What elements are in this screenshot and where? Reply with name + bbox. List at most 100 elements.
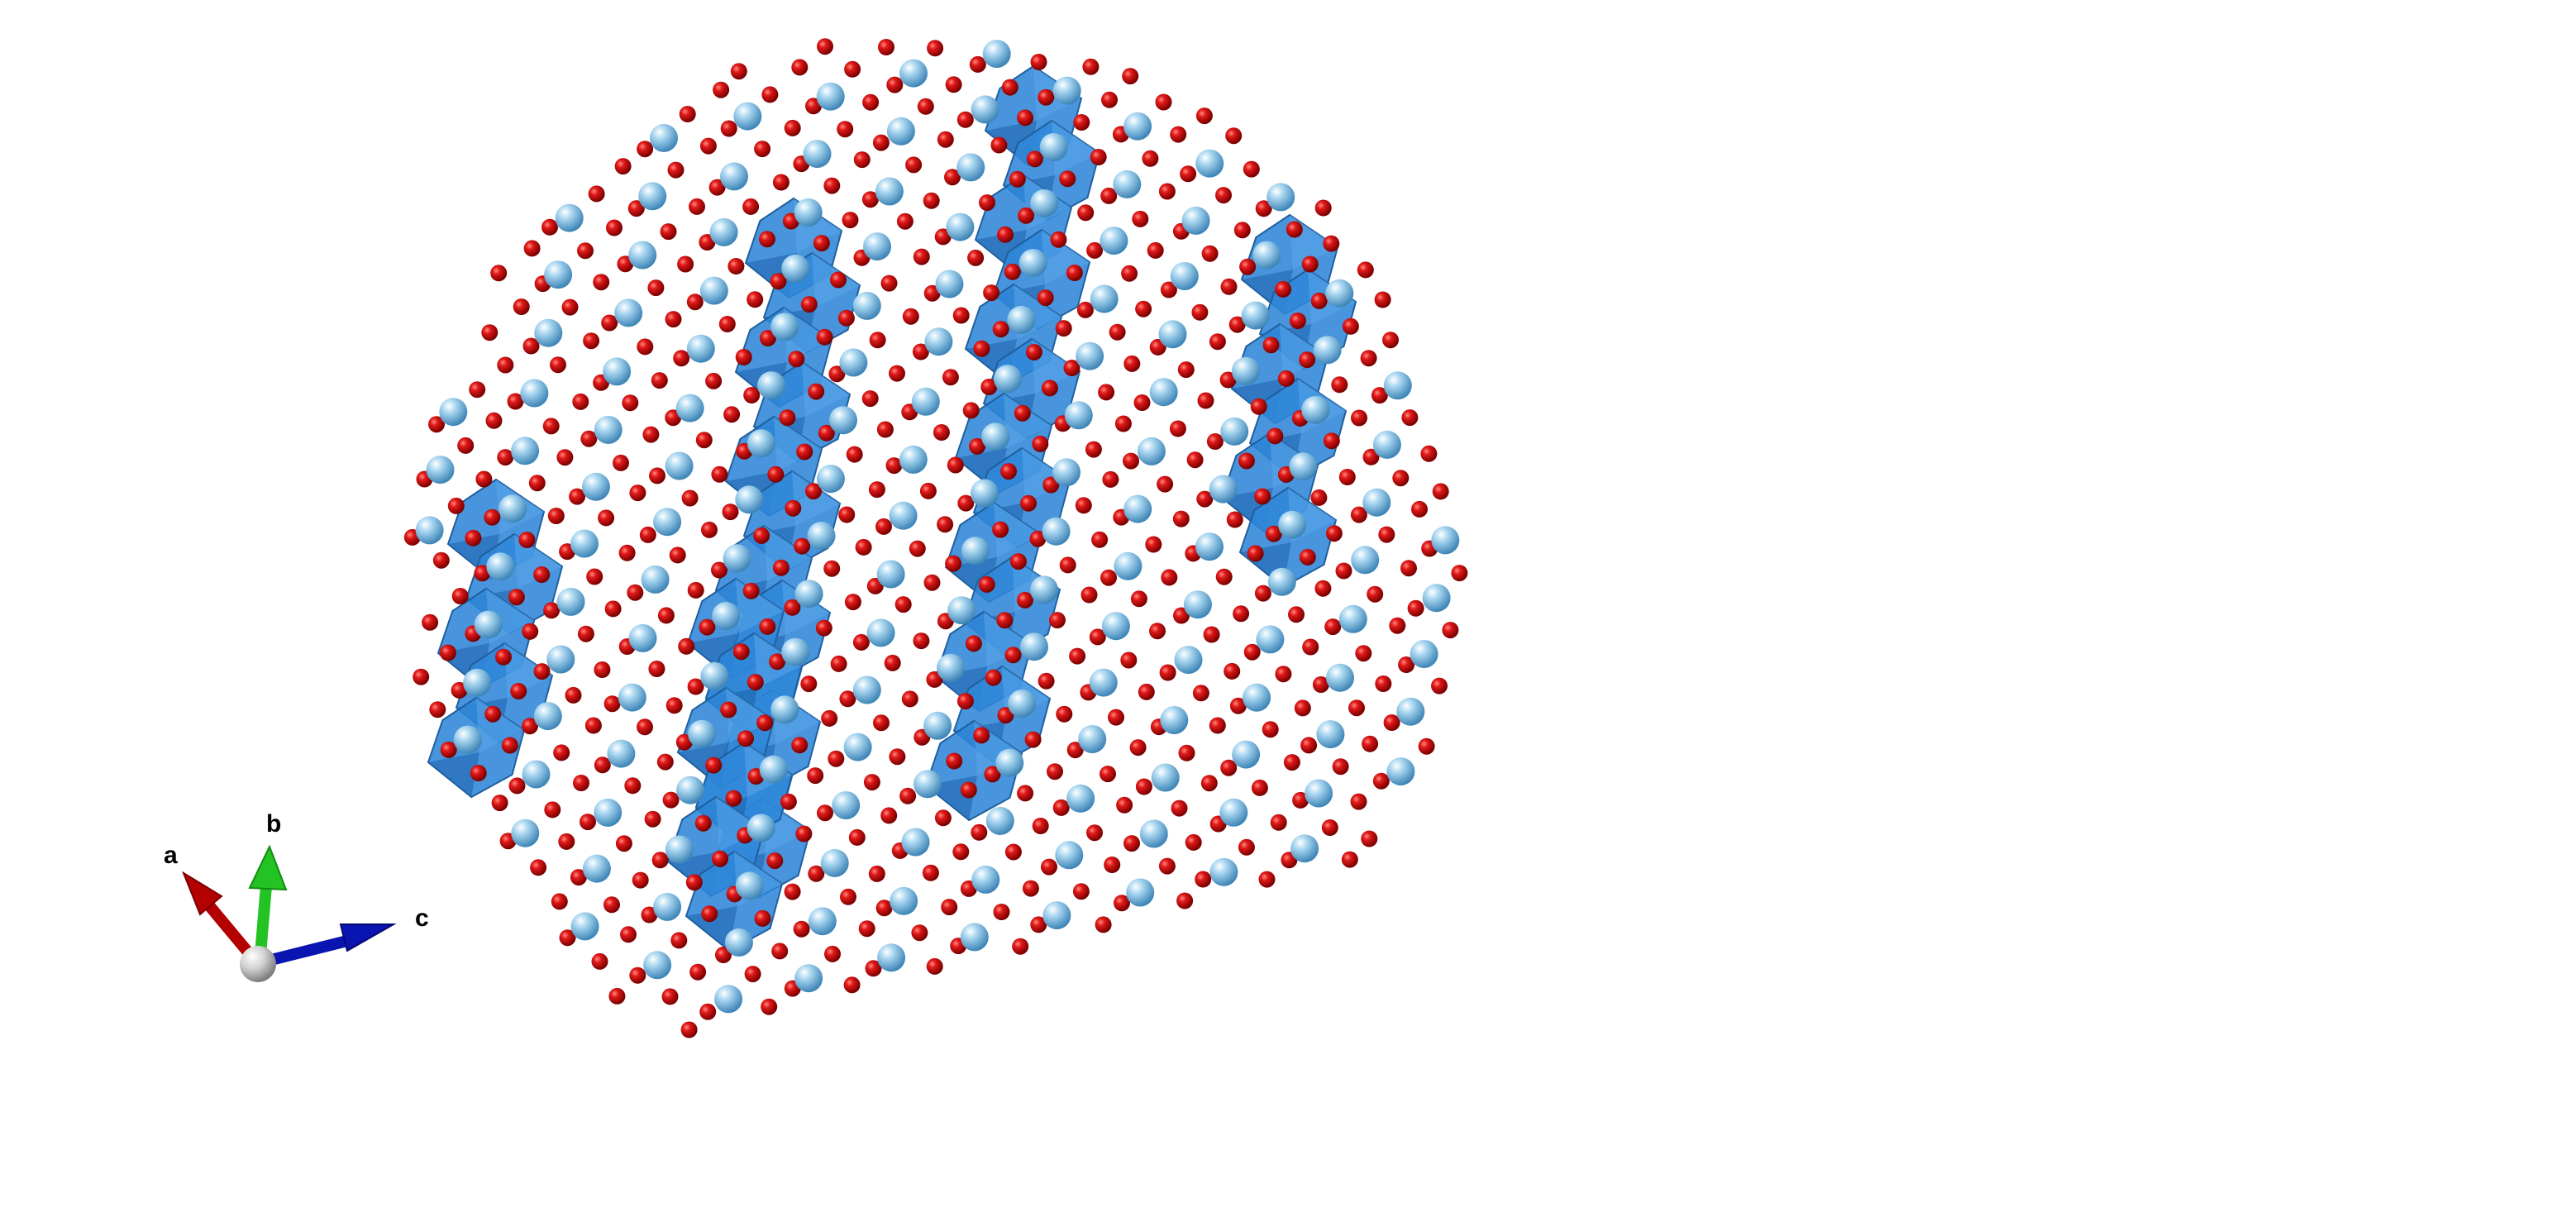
oxygen-atom <box>1243 160 1260 178</box>
metal-atom <box>614 298 643 327</box>
oxygen-atom <box>1192 685 1209 702</box>
metal-atom <box>1410 640 1438 668</box>
metal-atom <box>653 892 682 921</box>
oxygen-atom <box>772 174 789 191</box>
oxygen-atom <box>1331 376 1348 394</box>
oxygen-atom <box>1089 628 1106 646</box>
metal-atom <box>653 508 682 537</box>
metal-atom <box>1089 668 1118 697</box>
oxygen-atom <box>439 644 456 661</box>
oxygen-atom <box>1049 612 1066 629</box>
oxygen-atom <box>1357 261 1374 279</box>
oxygen-atom <box>624 777 642 795</box>
oxygen-atom <box>689 963 707 981</box>
metal-atom <box>1351 546 1380 575</box>
oxygen-atom <box>686 294 704 311</box>
oxygen-atom <box>687 678 704 695</box>
oxygen-atom <box>669 546 686 564</box>
oxygen-atom <box>667 161 685 179</box>
oxygen-atom <box>1411 500 1428 518</box>
oxygen-atom <box>1091 531 1109 548</box>
oxygen-atom <box>577 242 594 260</box>
oxygen-atom <box>1301 255 1319 273</box>
metal-atom <box>1158 320 1187 349</box>
metal-atom <box>556 587 585 616</box>
oxygen-atom <box>673 350 690 367</box>
oxygen-atom <box>823 177 841 194</box>
oxygen-atom <box>1209 333 1226 351</box>
oxygen-atom <box>1102 470 1119 488</box>
metal-atom <box>911 387 940 416</box>
oxygen-atom <box>550 356 566 374</box>
oxygen-atom <box>766 852 784 870</box>
oxygen-atom <box>1041 379 1058 397</box>
oxygen-atom <box>1123 835 1140 852</box>
metal-atom <box>439 398 468 427</box>
oxygen-atom <box>598 509 615 527</box>
metal-atom <box>759 755 788 784</box>
oxygen-atom <box>1072 883 1090 900</box>
metal-atom <box>1039 133 1068 161</box>
oxygen-atom <box>1080 586 1098 604</box>
oxygen-atom <box>1171 799 1188 817</box>
oxygen-atom <box>1375 675 1392 692</box>
oxygen-atom <box>1195 871 1212 888</box>
metal-atom <box>511 818 540 847</box>
metal-atom <box>757 371 786 400</box>
oxygen-atom <box>794 537 811 555</box>
oxygen-atom <box>840 888 856 905</box>
oxygen-atom <box>1233 605 1250 623</box>
oxygen-atom <box>1004 263 1021 280</box>
oxygen-atom <box>1286 221 1303 238</box>
metal-atom <box>1209 857 1238 886</box>
metal-atom <box>546 645 575 674</box>
octahedron-facet <box>726 688 774 742</box>
oxygen-atom <box>541 218 558 236</box>
oxygen-atom <box>639 526 656 543</box>
oxygen-atom <box>960 781 977 799</box>
oxygen-atom <box>1400 560 1417 577</box>
oxygen-atom <box>969 437 985 455</box>
oxygen-atom <box>1350 793 1367 810</box>
oxygen-atom <box>1209 717 1226 734</box>
oxygen-atom <box>889 365 905 382</box>
metal-atom <box>1195 532 1224 561</box>
metal-atom <box>1220 417 1249 446</box>
metal-atom <box>876 560 905 589</box>
metal-atom <box>712 602 741 630</box>
oxygen-atom <box>678 637 695 655</box>
metal-atom <box>1232 740 1261 769</box>
oxygen-atom <box>711 561 727 579</box>
metal-atom <box>1289 452 1318 481</box>
oxygen-atoms-layer <box>403 38 1468 1038</box>
oxygen-atom <box>818 424 835 441</box>
oxygen-atom <box>1362 448 1380 465</box>
oxygen-atom <box>767 465 785 483</box>
oxygen-atom <box>1335 562 1352 580</box>
oxygen-atom <box>1270 814 1287 831</box>
metal-atom <box>843 733 872 761</box>
oxygen-atom <box>1219 371 1237 389</box>
metal-atom <box>1278 510 1307 539</box>
metal-atom <box>1149 378 1178 407</box>
metal-atom <box>829 406 857 435</box>
oxygen-atom <box>594 661 611 678</box>
oxygen-atom <box>1372 772 1390 790</box>
oxygen-atom <box>556 449 574 466</box>
oxygen-atom <box>917 98 934 115</box>
oxygen-atom <box>1147 241 1164 259</box>
oxygen-atom <box>687 581 704 599</box>
oxygen-atom <box>1050 231 1067 248</box>
oxygen-atom <box>1312 676 1329 693</box>
oxygen-atom <box>1196 490 1214 508</box>
oxygen-atom <box>720 701 737 718</box>
oxygen-atom <box>662 791 680 809</box>
metal-atom <box>1431 526 1460 555</box>
oxygen-atom <box>884 654 901 671</box>
oxygen-atom <box>956 693 974 710</box>
oxygen-atom <box>1056 705 1073 723</box>
metal-atom <box>486 552 515 581</box>
oxygen-atom <box>1251 779 1268 796</box>
metal-atom <box>534 318 563 347</box>
